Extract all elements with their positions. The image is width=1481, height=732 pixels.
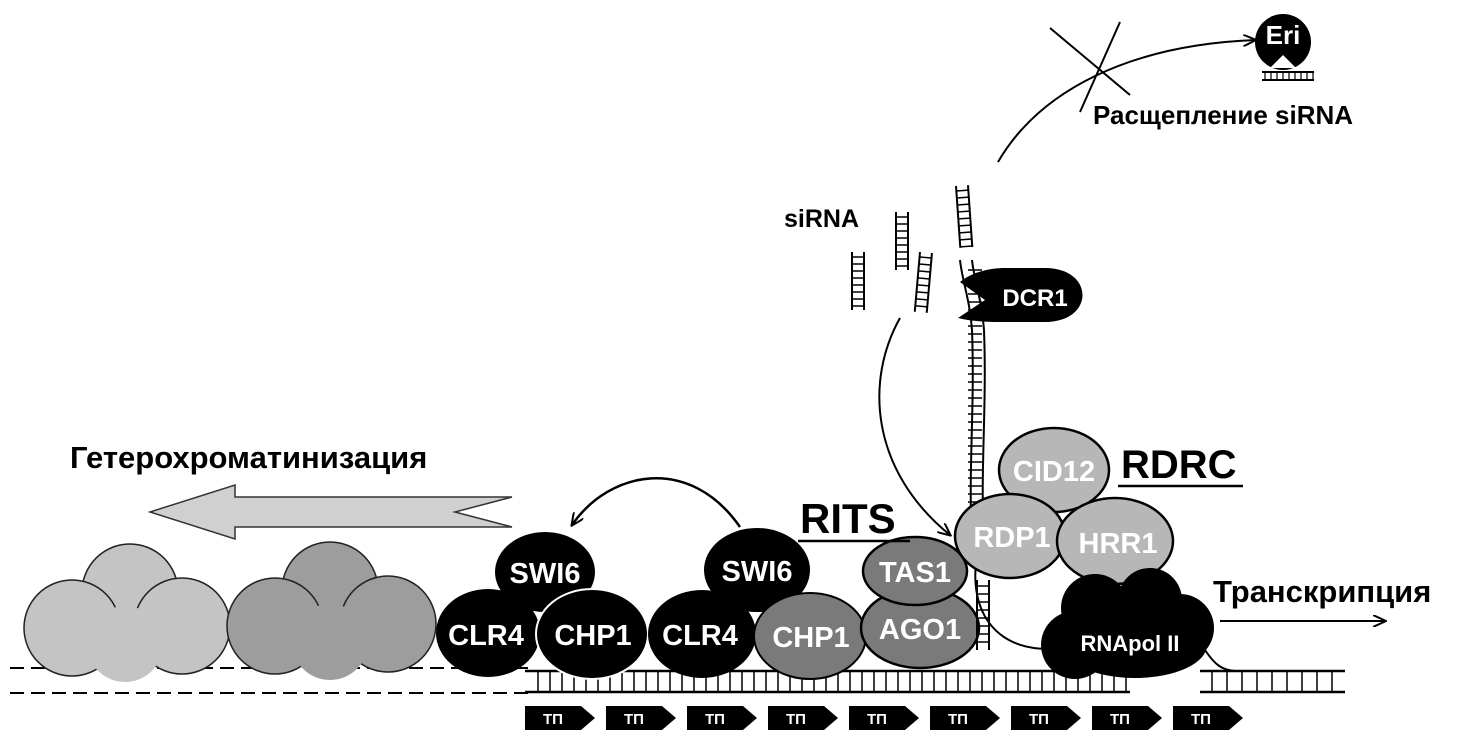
hrr1-label: HRR1: [1079, 528, 1158, 560]
promoter-label: ТП: [1191, 711, 1211, 728]
sirna-to-rits-arrow: [878, 317, 950, 535]
promoter-box: ТП: [606, 706, 676, 730]
rnapol-ii: RNApol II: [1041, 568, 1236, 679]
promoter-box: ТП: [1173, 706, 1243, 730]
clr4-label-b: CLR4: [662, 620, 738, 652]
dcr1-label: DCR1: [1002, 285, 1067, 312]
promoter-row: ТП ТП ТП ТП ТП ТП ТП ТП ТП: [525, 706, 1243, 730]
promoter-label: ТП: [1029, 711, 1049, 728]
rits-complex: TAS1 AGO1: [859, 535, 981, 670]
nucleosome-right: [226, 541, 437, 680]
promoter-label: ТП: [1110, 711, 1130, 728]
sirna-label: siRNA: [784, 205, 859, 233]
heterochromatin-spread-arrow: [147, 483, 513, 541]
promoter-label: ТП: [867, 711, 887, 728]
dsrna-ladder: [959, 259, 986, 541]
left-heterochromatin-complex: SWI6 CLR4 CHP1: [436, 532, 649, 680]
rdrc-complex: CID12 RDP1 HRR1: [953, 426, 1175, 586]
dna-base-pairs: [537, 671, 1333, 692]
rits-label: RITS: [800, 495, 896, 542]
nascent-transcript: [974, 549, 1061, 650]
rdrc-label: RDRC: [1121, 443, 1237, 487]
promoter-box: ТП: [1092, 706, 1162, 730]
sirna-cleavage-label: Расщепление siRNA: [1093, 100, 1353, 130]
promoter-label: ТП: [948, 711, 968, 728]
blocked-cross: [1049, 21, 1131, 113]
promoter-label: ТП: [786, 711, 806, 728]
chp1-label-a: CHP1: [554, 620, 631, 652]
rdp1-label: RDP1: [973, 522, 1050, 554]
promoter-box: ТП: [849, 706, 919, 730]
sirna-fragment: [913, 251, 933, 313]
eri-label: Eri: [1266, 20, 1301, 50]
promoter-box: ТП: [687, 706, 757, 730]
chp1-label-b: CHP1: [772, 622, 849, 654]
sirna-fragment: [895, 212, 909, 270]
heterochromatin-label: Гетерохроматинизация: [70, 440, 427, 475]
dcr1-enzyme: DCR1: [958, 268, 1083, 322]
rnapol-label: RNApol II: [1081, 631, 1180, 656]
promoter-label: ТП: [624, 711, 644, 728]
sirna-fragments: [851, 185, 974, 313]
transcription-label: Транскрипция: [1213, 574, 1431, 609]
sirna-fragment: [955, 185, 974, 248]
eri-nuclease: Eri: [1255, 14, 1314, 81]
nucleosome-left: [23, 543, 231, 682]
promoter-label: ТП: [705, 711, 725, 728]
promoter-box: ТП: [1011, 706, 1081, 730]
swi6-label-b: SWI6: [722, 556, 793, 588]
promoter-box: ТП: [930, 706, 1000, 730]
middle-heterochromatin-complex: SWI6 CLR4 CHP1: [648, 528, 867, 680]
sirna-bound-rits: [976, 580, 990, 650]
tas1-label: TAS1: [879, 557, 951, 589]
swi6-label-a: SWI6: [510, 558, 581, 590]
clr4-label-a: CLR4: [448, 620, 524, 652]
swi6-spread-arrow: [572, 477, 742, 527]
promoter-label: ТП: [543, 711, 563, 728]
cid12-label: CID12: [1013, 456, 1095, 488]
promoter-box: ТП: [768, 706, 838, 730]
ago1-label: AGO1: [879, 614, 961, 646]
promoter-box: ТП: [525, 706, 595, 730]
sirna-fragment: [851, 252, 865, 310]
